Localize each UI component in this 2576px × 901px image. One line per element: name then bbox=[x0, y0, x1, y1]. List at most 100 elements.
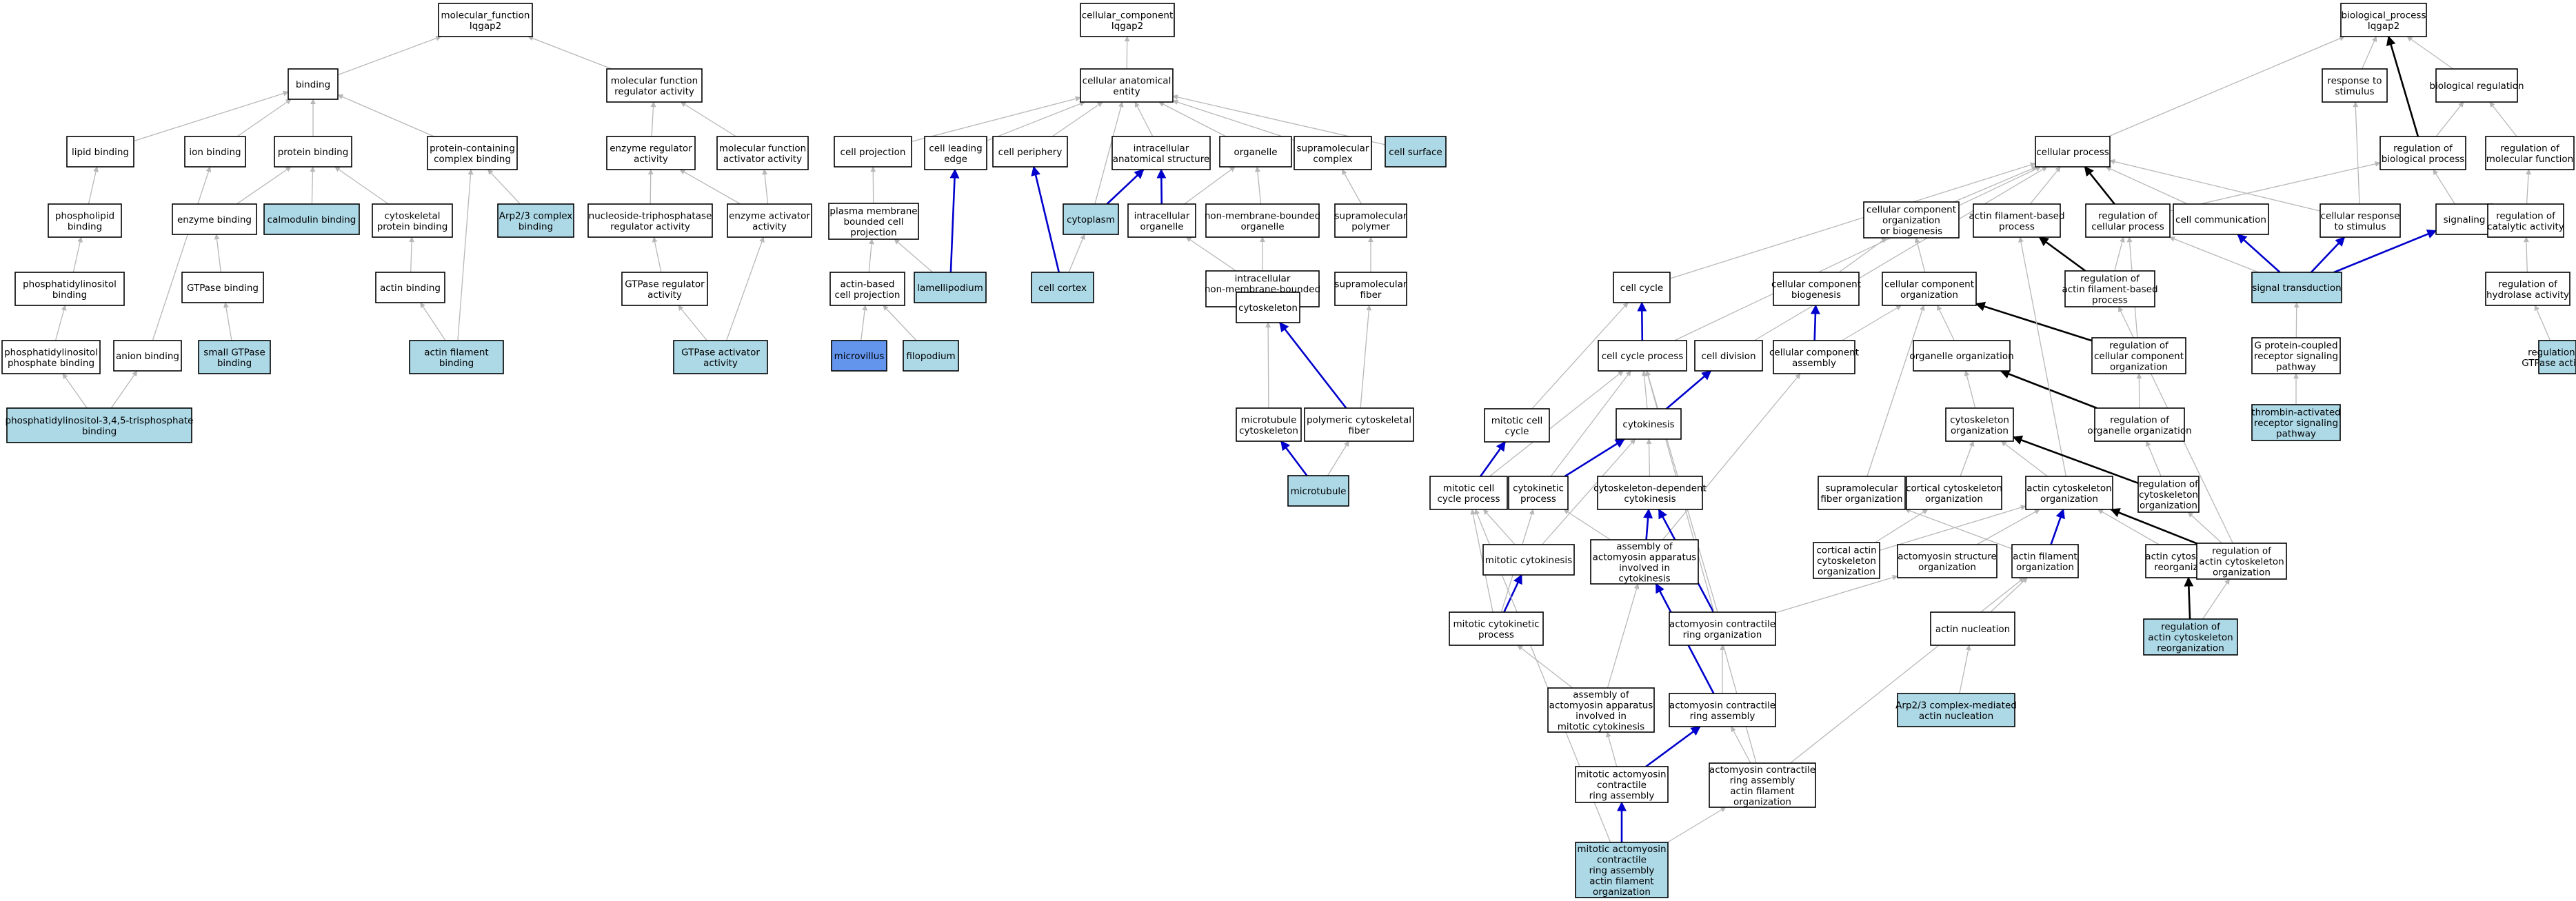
go-term-node-enzbind[interactable]: enzyme binding bbox=[172, 203, 257, 235]
go-term-node-sigtrans[interactable]: signal transduction bbox=[2251, 272, 2342, 303]
go-term-node-gtpase[interactable]: GTPase binding bbox=[181, 272, 264, 303]
go-term-node-organelle[interactable]: organelle bbox=[1219, 136, 1292, 168]
go-term-node-calmod[interactable]: calmodulin binding bbox=[263, 203, 360, 235]
go-term-node-microvillus[interactable]: microvillus bbox=[831, 340, 887, 372]
go-term-node-actnuc[interactable]: actin nucleation bbox=[1930, 611, 2015, 646]
go-term-node-microtubule[interactable]: microtubule bbox=[1287, 475, 1349, 507]
go-term-node-surface[interactable]: cell surface bbox=[1385, 136, 1447, 168]
go-term-node-cytoskeleton[interactable]: cytoskeleton bbox=[1236, 292, 1300, 323]
go-term-node-lamelli[interactable]: lamellipodium bbox=[914, 272, 987, 303]
go-term-node-actinb[interactable]: actin binding bbox=[375, 272, 445, 303]
go-term-node-reggtp[interactable]: regulation ofGTPase activity bbox=[2522, 340, 2576, 374]
go-term-node-division[interactable]: cell division bbox=[1694, 340, 1763, 372]
go-term-node-orgorg[interactable]: organelle organization bbox=[1909, 340, 2014, 372]
go-term-node-anion[interactable]: anion binding bbox=[113, 340, 182, 372]
go-term-node-filopodium[interactable]: filopodium bbox=[903, 340, 959, 372]
go-term-node-cytokinesis[interactable]: cytokinesis bbox=[1616, 408, 1682, 440]
go-term-node-signaling[interactable]: signaling bbox=[2435, 203, 2493, 235]
go-term-node-pip3[interactable]: phosphatidylinositol-3,4,5-trisphosphate… bbox=[6, 407, 194, 443]
go-term-node-lipid[interactable]: lipid binding bbox=[66, 136, 134, 168]
go-term-node-periph[interactable]: cell periphery bbox=[992, 136, 1068, 168]
go-term-node-ion[interactable]: ion binding bbox=[184, 136, 246, 168]
go-term-node-cortex[interactable]: cell cortex bbox=[1031, 272, 1094, 303]
go-term-node-ccproc[interactable]: cell cycle process bbox=[1598, 340, 1687, 372]
go-term-node-cellproc[interactable]: cellular process bbox=[2035, 136, 2111, 168]
go-term-node-cellproj[interactable]: cell projection bbox=[834, 136, 912, 168]
go-term-node-cellcycle[interactable]: cell cycle bbox=[1613, 272, 1671, 303]
go-term-node-comm[interactable]: cell communication bbox=[2173, 203, 2269, 235]
go-term-node-binding[interactable]: binding bbox=[288, 68, 339, 100]
go-term-node-protein[interactable]: protein binding bbox=[274, 136, 352, 168]
go-term-node-mitcytok[interactable]: mitotic cytokinesis bbox=[1482, 544, 1575, 576]
go-term-node-bioreg[interactable]: biological regulation bbox=[2429, 68, 2524, 103]
go-term-node-cytoplasm[interactable]: cytoplasm bbox=[1063, 203, 1119, 235]
